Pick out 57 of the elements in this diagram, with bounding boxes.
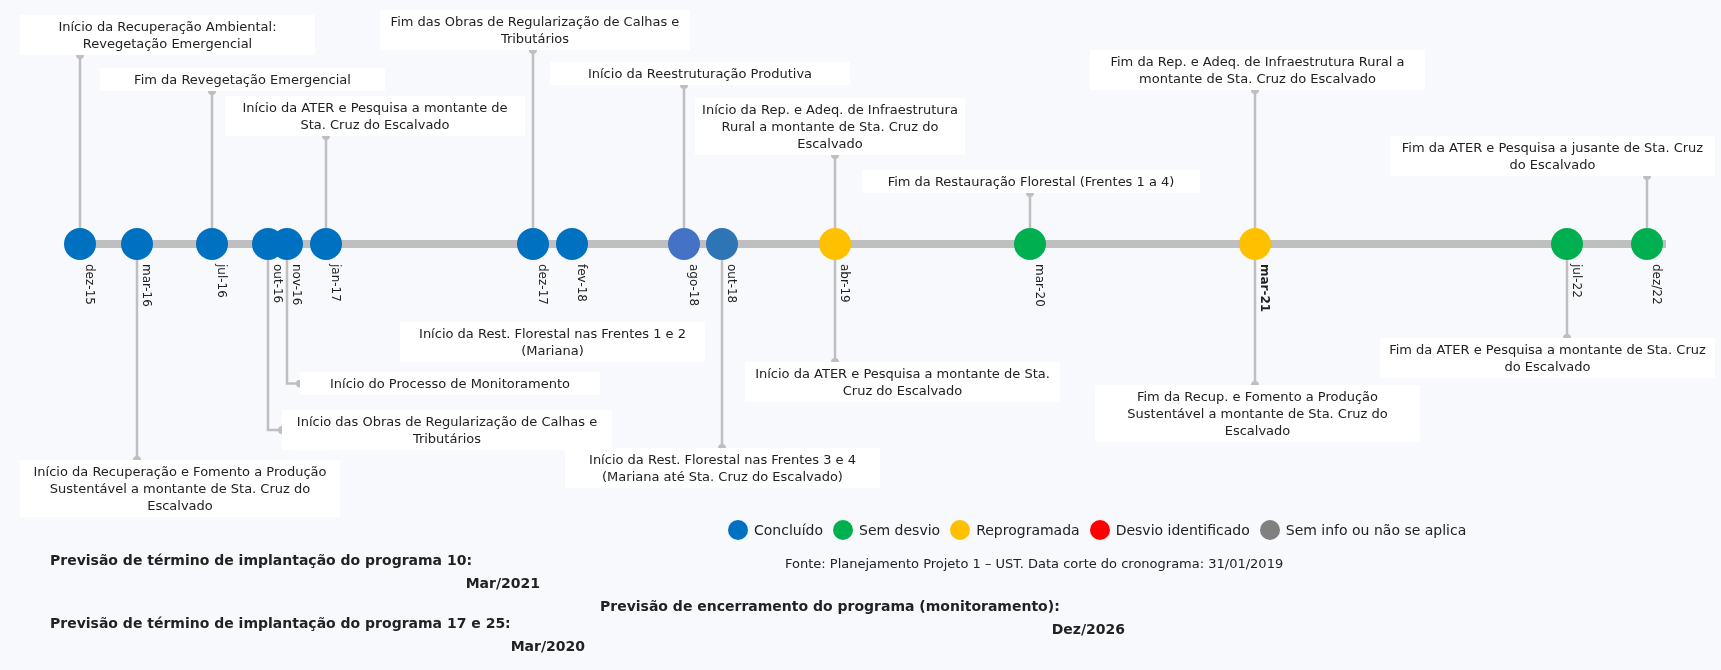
date-label: mar-16 (140, 264, 154, 307)
source-note: Fonte: Planejamento Projeto 1 – UST. Data corte do cronograma: 31/01/2019 (785, 556, 1285, 571)
milestone-callout: Fim da ATER e Pesquisa a jusante de Sta. Cruz do Escalvado (1390, 136, 1715, 176)
milestone-callout: Início da Reestruturação Produtiva (550, 62, 850, 85)
milestone-marker (196, 228, 228, 260)
date-label: dez-15 (83, 264, 97, 305)
milestone-callout: Início da Recuperação Ambiental: Revegetação Emergencial (20, 15, 315, 55)
milestone-callout: Início da ATER e Pesquisa a montante de Sta. Cruz do Escalvado (745, 362, 1060, 402)
milestone-marker (556, 228, 588, 260)
milestone-callout: Início da ATER e Pesquisa a montante de Sta. Cruz do Escalvado (225, 96, 525, 136)
date-value: Dez/2026 (1050, 621, 1125, 637)
milestone-callout: Fim das Obras de Regularização de Calhas e Tributários (380, 10, 690, 50)
forecast-label: Previsão de término de implantação do programa 17 e 25: (50, 615, 512, 631)
legend-label: Sem desvio (859, 522, 941, 538)
date-label: fev-18 (575, 264, 589, 302)
milestone-callout: Início das Obras de Regularização de Calhas e Tributários (282, 410, 612, 450)
milestone-callout: Início da Recuperação e Fomento a Produção Sustentável a montante de Sta. Cruz do Escalvado (20, 460, 340, 517)
milestone-marker (1239, 228, 1271, 260)
date-label: abr-19 (838, 264, 852, 303)
date-label: nov-16 (290, 264, 304, 306)
date-label: out-18 (725, 264, 739, 304)
date-label: out-16 (271, 264, 285, 304)
date-label: jan-17 (329, 264, 343, 302)
date-value: Mar/2020 (509, 638, 585, 654)
milestone-callout: Início da Rest. Florestal nas Frentes 1 e 2 (Mariana) (400, 322, 705, 362)
milestone-marker (310, 228, 342, 260)
legend-label: Reprogramada (976, 522, 1080, 538)
milestone-marker (1551, 228, 1583, 260)
milestone-callout: Início da Rep. e Adeq. de Infraestrutura Rural a montante de Sta. Cruz do Escalvado (695, 98, 965, 155)
legend-label: Sem info ou não se aplica (1285, 522, 1467, 538)
milestone-marker (1631, 228, 1663, 260)
date-label: dez-17 (536, 264, 550, 305)
milestone-callout: Fim da ATER e Pesquisa a montante de Sta. Cruz do Escalvado (1380, 338, 1715, 378)
milestone-callout: Fim da Restauração Florestal (Frentes 1 a 4) (862, 170, 1200, 193)
legend-label: Concluído (754, 522, 823, 538)
milestone-marker (706, 228, 738, 260)
milestone-marker (668, 228, 700, 260)
date-label: mar-21 (1258, 264, 1272, 313)
date-value: Mar/2021 (464, 575, 540, 591)
date-label: ago-18 (687, 264, 701, 307)
milestone-callout: Fim da Recup. e Fomento a Produção Sustentável a montante de Sta. Cruz do Escalvado (1095, 385, 1420, 442)
milestone-callout: Início da Rest. Florestal nas Frentes 3 e 4 (Mariana até Sta. Cruz do Escalvado) (565, 448, 880, 488)
milestone-callout: Fim da Revegetação Emergencial (100, 68, 385, 91)
date-label: mar-20 (1033, 264, 1047, 307)
date-label: dez/22 (1650, 264, 1664, 305)
milestone-marker (819, 228, 851, 260)
legend-label: Desvio identificado (1115, 522, 1250, 538)
milestone-callout: Início do Processo de Monitoramento (300, 372, 600, 395)
milestone-marker (517, 228, 549, 260)
milestone-marker (121, 228, 153, 260)
date-label: jul-16 (215, 264, 229, 298)
milestone-marker (64, 228, 96, 260)
milestone-marker (1014, 228, 1046, 260)
date-label: jul-22 (1570, 264, 1584, 298)
forecast-label: Previsão de encerramento do programa (monitoramento): (600, 598, 1061, 614)
milestone-callout: Fim da Rep. e Adeq. de Infraestrutura Rural a montante de Sta. Cruz do Escalvado (1090, 50, 1425, 90)
forecast-label: Previsão de término de implantação do programa 10: (50, 552, 473, 568)
